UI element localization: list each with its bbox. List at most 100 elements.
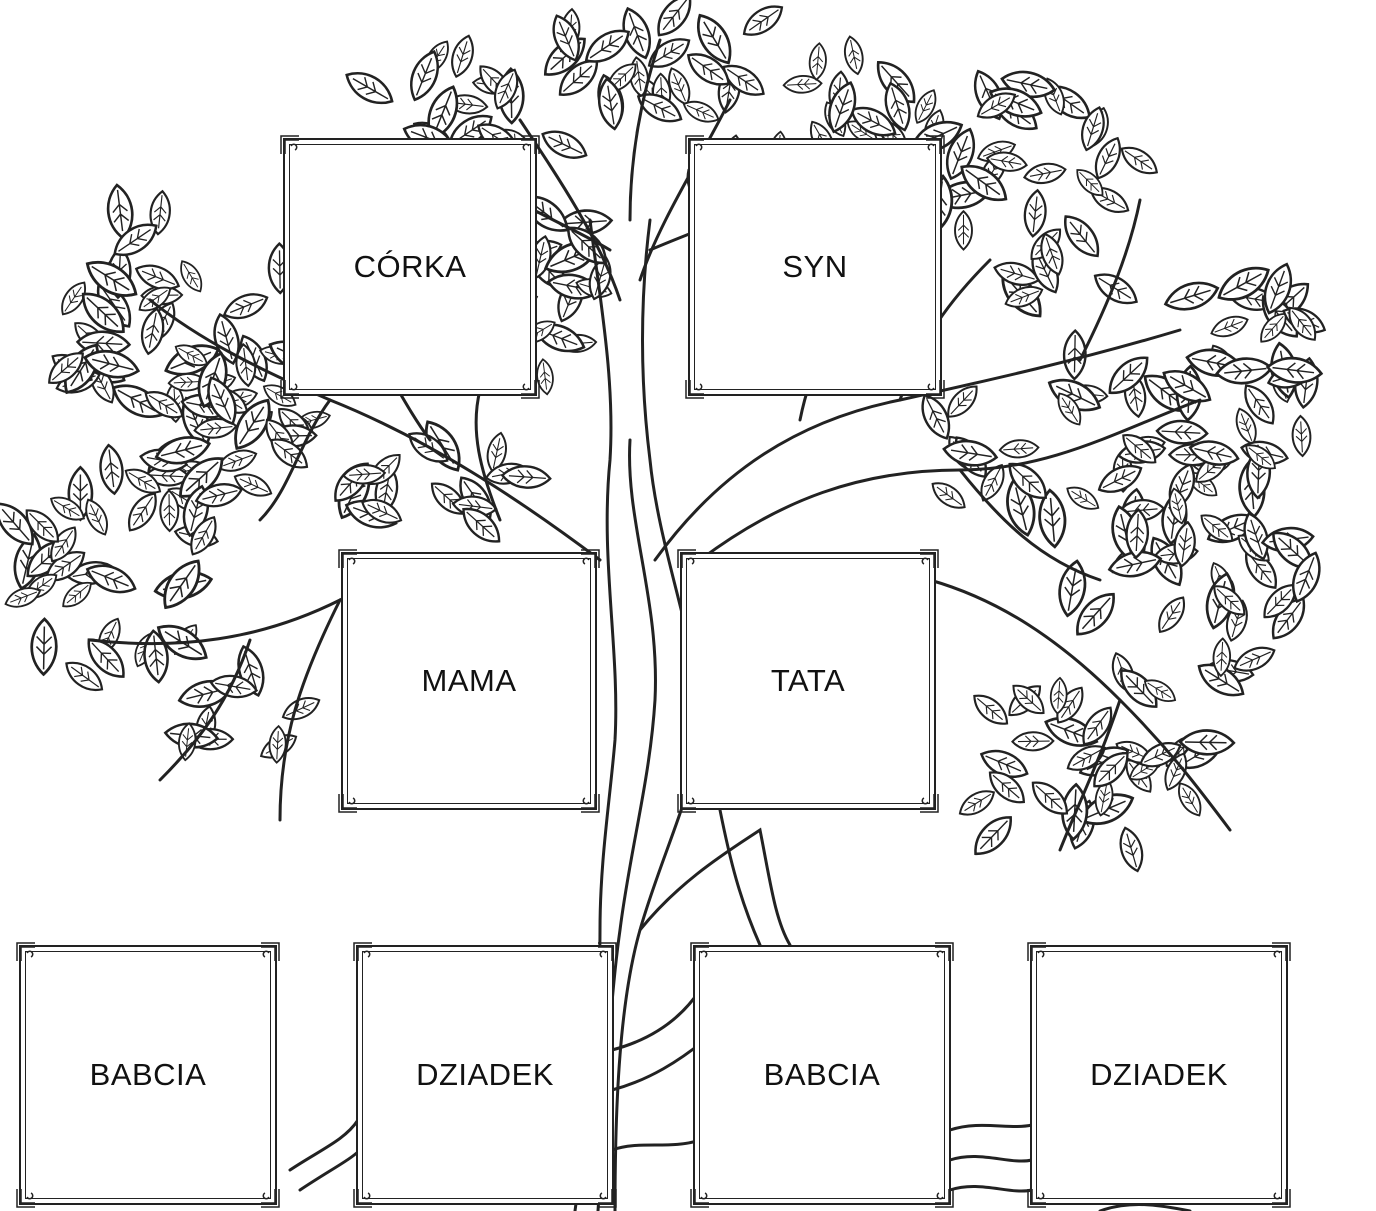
leaf-icon xyxy=(1120,146,1159,175)
leaf-icon xyxy=(345,72,394,105)
leaf-icon xyxy=(1139,742,1182,768)
leaf-icon xyxy=(124,468,162,494)
frame-corner-ornament-icon xyxy=(16,942,35,961)
leaf-icon xyxy=(30,617,58,677)
leaf-icon xyxy=(921,393,951,440)
leaf-icon xyxy=(1292,551,1321,604)
leaf-icon xyxy=(61,281,86,316)
leaf-icon xyxy=(144,391,184,419)
leaf-icon xyxy=(113,223,158,257)
leaf-icon xyxy=(1188,440,1240,466)
frame-corner-ornament-icon xyxy=(261,942,280,961)
leaf-icon xyxy=(81,292,125,334)
leaf-icon xyxy=(686,53,731,86)
leaf-icon xyxy=(536,358,554,396)
father-frame: TATA xyxy=(677,549,939,813)
frame-corner-ornament-icon xyxy=(677,794,696,813)
grandfather-frame-2: DZIADEK xyxy=(1027,942,1291,1208)
leaf-icon xyxy=(636,93,683,123)
leaf-icon xyxy=(281,697,321,721)
leaf-icon xyxy=(500,465,552,489)
leaf-icon xyxy=(1011,731,1055,752)
leaf-icon xyxy=(931,482,966,509)
frame-corner-ornament-icon xyxy=(685,135,704,154)
leaf-icon xyxy=(1210,315,1249,338)
leaf-icon xyxy=(954,209,973,251)
leaf-icon xyxy=(1022,162,1067,185)
leaf-icon xyxy=(980,463,1005,502)
leaf-icon xyxy=(193,418,238,439)
grandmother-frame-2: BABCIA xyxy=(690,942,954,1208)
leaf-icon xyxy=(1094,136,1121,180)
leaf-icon xyxy=(361,498,403,524)
frame-corner-ornament-icon xyxy=(935,1189,954,1208)
leaf-icon xyxy=(1163,281,1220,311)
leaf-icon xyxy=(99,443,124,496)
leaf-icon xyxy=(1244,384,1275,425)
leaf-icon xyxy=(558,60,599,96)
leaf-icon xyxy=(1062,328,1087,381)
leaf-icon xyxy=(1076,169,1104,197)
frame-corner-ornament-icon xyxy=(920,549,939,568)
daughter-label: CÓRKA xyxy=(353,249,467,284)
leaf-icon xyxy=(998,439,1040,459)
grandmother-label-1: BABCIA xyxy=(89,1057,207,1092)
leaf-icon xyxy=(4,587,42,608)
mother-label: MAMA xyxy=(421,663,517,698)
leaf-icon xyxy=(50,526,77,563)
leaf-icon xyxy=(979,749,1029,778)
leaf-icon xyxy=(1057,392,1082,426)
frame-corner-ornament-icon xyxy=(338,794,357,813)
leaf-icon xyxy=(1122,434,1157,464)
leaf-icon xyxy=(584,29,630,63)
leaf-icon xyxy=(83,349,141,379)
grandfather-label-1: DZIADEK xyxy=(416,1057,554,1092)
leaf-icon xyxy=(1155,419,1209,445)
leaf-icon xyxy=(194,483,244,508)
leaf-icon xyxy=(1164,752,1188,791)
leaf-icon xyxy=(128,492,157,532)
leaf-icon xyxy=(49,496,86,521)
leaf-icon xyxy=(1064,215,1100,258)
leaf-icon xyxy=(163,559,201,610)
leaf-icon xyxy=(722,64,765,96)
frame-corner-ornament-icon xyxy=(353,942,372,961)
leaf-icon xyxy=(1212,637,1232,678)
leaf-icon xyxy=(622,6,651,60)
frame-corner-ornament-icon xyxy=(690,942,709,961)
frame-corner-ornament-icon xyxy=(338,549,357,568)
leaf-icon xyxy=(1233,646,1276,672)
leaf-icon xyxy=(993,261,1041,286)
leaf-icon xyxy=(985,151,1028,172)
leaf-icon xyxy=(154,436,212,465)
frame-corner-ornament-icon xyxy=(935,942,954,961)
son-frame: SYN xyxy=(685,135,945,399)
frame-corner-ornament-icon xyxy=(1272,942,1291,961)
leaf-icon xyxy=(1265,356,1324,384)
leaf-icon xyxy=(149,189,171,236)
frame-corner-ornament-icon xyxy=(685,380,704,399)
mother-frame: MAMA xyxy=(338,549,600,813)
frame-corner-ornament-icon xyxy=(677,549,696,568)
leaf-icon xyxy=(1291,414,1312,458)
leaf-icon xyxy=(960,164,1008,202)
leaf-icon xyxy=(1213,585,1246,616)
frame-corner-ornament-icon xyxy=(1272,1189,1291,1208)
leaf-icon xyxy=(222,293,269,320)
leaf-icon xyxy=(1108,356,1149,394)
leaf-icon xyxy=(233,473,273,497)
leaf-icon xyxy=(668,67,691,106)
leaf-icon xyxy=(167,372,208,392)
leaf-icon xyxy=(1093,752,1129,788)
leaf-icon xyxy=(234,398,271,450)
leaf-icon xyxy=(410,49,439,102)
leaf-icon xyxy=(1093,273,1138,305)
daughter-frame: CÓRKA xyxy=(280,135,540,399)
leaf-icon xyxy=(1217,266,1270,301)
leaf-icon xyxy=(1288,306,1317,341)
frame-corner-ornament-icon xyxy=(1027,1189,1046,1208)
leaf-icon xyxy=(1038,488,1067,549)
leaf-icon xyxy=(462,507,501,543)
leaf-icon xyxy=(884,81,911,132)
